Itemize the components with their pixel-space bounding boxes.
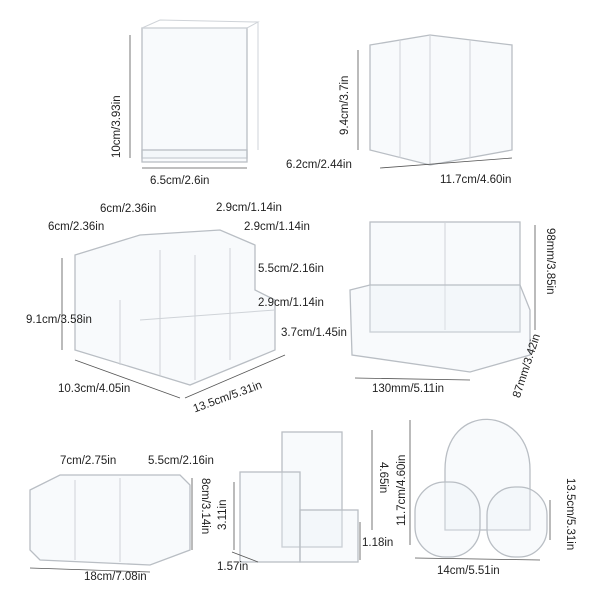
width-label: 1.57in (217, 561, 249, 573)
multi-compartment-organizer-shape (61, 229, 286, 399)
two-compartment-holder-shape (357, 34, 513, 169)
height-label: 11.7cm/4.60in (396, 454, 408, 526)
height-label: 98mm/3.85in (544, 228, 556, 295)
depth-label: 10.3cm/4.05in (58, 383, 131, 395)
slot-width-label: 7cm/2.75in (60, 455, 117, 467)
depth-label: 13.5cm/5.31in (564, 478, 576, 551)
slot-width-label: 2.9cm/1.14in (244, 221, 310, 233)
mid-height-label: 3.11in (217, 499, 229, 530)
slot-width-label: 2.9cm/1.14in (216, 202, 282, 214)
height-label: 9.1cm/3.58in (26, 314, 92, 326)
round-s-holder-shape (409, 418, 551, 561)
front-height-label: 3.7cm/1.45in (281, 327, 347, 339)
height-label: 9.4cm/3.7in (339, 75, 351, 135)
two-cup-tray-holder-shape (349, 221, 536, 381)
mid-height-label: 5.5cm/2.16in (258, 263, 324, 275)
width-label: 6.5cm/2.6in (150, 175, 210, 187)
width-label: 11.7cm/4.60in (440, 174, 512, 186)
height-label: 10cm/3.93in (111, 95, 123, 158)
width-label: 14cm/5.51in (437, 565, 500, 577)
depth-label: 6.2cm/2.44in (286, 159, 352, 171)
width-label: 18cm/7.08in (84, 571, 147, 583)
width-label: 130mm/5.11in (372, 383, 445, 395)
height-label: 8cm/3.14in (199, 478, 211, 535)
tall-height-label: 4.65in (377, 462, 389, 494)
hexagon-cup-holder-shape (231, 430, 373, 563)
single-square-holder-shape (129, 19, 260, 169)
slot-width-label: 5.5cm/2.16in (148, 455, 214, 467)
slot-width-label: 2.9cm/1.14in (258, 297, 324, 309)
top-width-label: 6cm/2.36in (100, 203, 157, 215)
top-width-label: 6cm/2.36in (48, 221, 105, 233)
short-height-label: 1.18in (362, 537, 394, 549)
three-slot-tray-shape (29, 474, 193, 573)
